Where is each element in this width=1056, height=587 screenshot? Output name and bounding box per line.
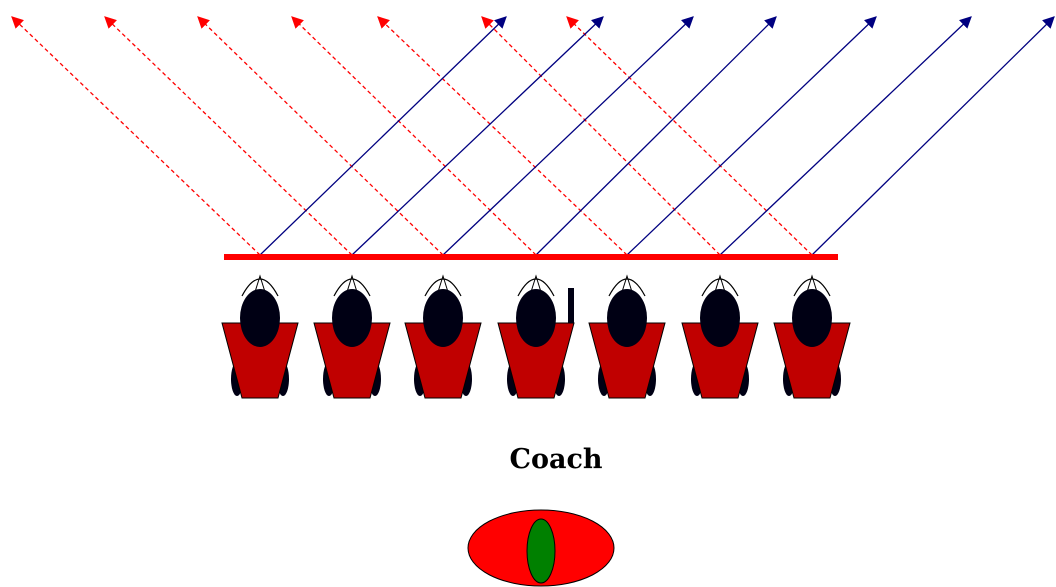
dashed-arrow	[481, 16, 721, 256]
dashed-arrow	[291, 16, 537, 256]
player-cap-seam	[346, 274, 358, 293]
player-cap	[793, 278, 831, 297]
dashed-arrow	[11, 16, 261, 256]
setter-marker	[568, 288, 574, 323]
solid-arrow	[351, 16, 604, 256]
solid-arrow	[442, 16, 694, 256]
left-dashed-arrows	[11, 16, 813, 256]
player-head	[332, 289, 372, 347]
player-cap	[701, 278, 739, 297]
player-head	[792, 289, 832, 347]
player	[404, 274, 482, 399]
player-cap-seam	[621, 274, 633, 293]
player	[773, 274, 851, 399]
dashed-arrow	[377, 16, 628, 256]
coach-center	[526, 518, 556, 584]
solid-arrow	[811, 16, 1055, 256]
solid-arrow	[626, 16, 877, 256]
player-cap	[608, 278, 646, 297]
solid-arrow	[719, 16, 972, 256]
solid-arrow	[535, 16, 777, 256]
player	[588, 274, 666, 399]
player	[681, 274, 759, 399]
player-cap	[333, 278, 371, 297]
player-cap	[241, 278, 279, 297]
dashed-arrow	[566, 16, 813, 256]
player-row	[221, 274, 851, 399]
solid-arrow	[259, 16, 507, 256]
player-head	[516, 289, 556, 347]
player-cap	[424, 278, 462, 297]
player-cap-seam	[254, 274, 266, 293]
right-solid-arrows	[259, 16, 1055, 256]
player-cap-seam	[714, 274, 726, 293]
player-head	[240, 289, 280, 347]
player-cap-seam	[437, 274, 449, 293]
coach-figure	[467, 509, 615, 587]
dashed-arrow	[197, 16, 444, 256]
player-cap-seam	[806, 274, 818, 293]
player	[497, 274, 575, 399]
player-head	[700, 289, 740, 347]
coach-label: Coach	[509, 444, 603, 475]
player	[313, 274, 391, 399]
player-head	[423, 289, 463, 347]
player-cap-seam	[530, 274, 542, 293]
dashed-arrow	[104, 16, 353, 256]
player	[221, 274, 299, 399]
player-cap	[517, 278, 555, 297]
player-head	[607, 289, 647, 347]
